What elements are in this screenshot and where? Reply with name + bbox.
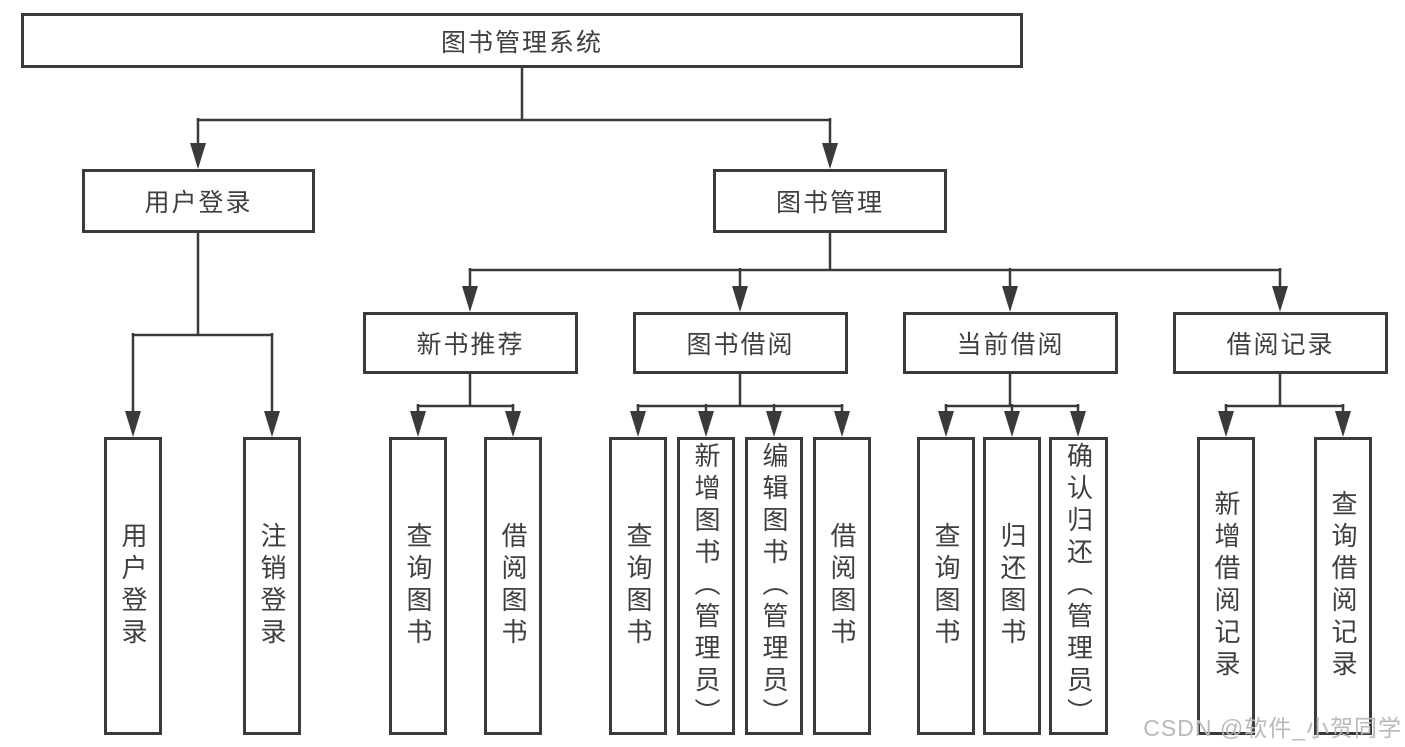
- leaf-borrow-query-book: 查询图书: [609, 437, 667, 735]
- watermark: CSDN @软件_小贺同学: [1143, 715, 1402, 741]
- leaf-borrow-borrow-book: 借阅图书: [813, 437, 871, 735]
- node-book-borrow: 图书借阅: [633, 312, 848, 374]
- leaf-add-book-admin: 新增图书（管理员）: [677, 437, 735, 735]
- leaf-add-borrow-record: 新增借阅记录: [1197, 437, 1255, 735]
- leaf-recommend-query-book: 查询图书: [389, 437, 447, 735]
- node-user-login: 用户登录: [82, 169, 315, 233]
- node-current-borrow: 当前借阅: [903, 312, 1118, 374]
- node-borrow-record: 借阅记录: [1173, 312, 1388, 374]
- leaf-confirm-return-admin: 确认归还（管理员）: [1049, 437, 1108, 735]
- leaf-return-book: 归还图书: [983, 437, 1041, 735]
- leaf-user-login: 用户登录: [104, 437, 162, 735]
- leaf-recommend-borrow-book: 借阅图书: [484, 437, 542, 735]
- node-book-management: 图书管理: [713, 169, 947, 233]
- leaf-edit-book-admin: 编辑图书（管理员）: [745, 437, 803, 735]
- arrow-lines: [125, 118, 1351, 437]
- leaf-current-query-book: 查询图书: [917, 437, 975, 735]
- leaf-query-borrow-record: 查询借阅记录: [1314, 437, 1372, 735]
- leaf-logout: 注销登录: [243, 437, 301, 735]
- trunk-lines: [131, 66, 1345, 408]
- node-new-book-recommend: 新书推荐: [363, 312, 578, 374]
- node-library-system: 图书管理系统: [21, 13, 1023, 68]
